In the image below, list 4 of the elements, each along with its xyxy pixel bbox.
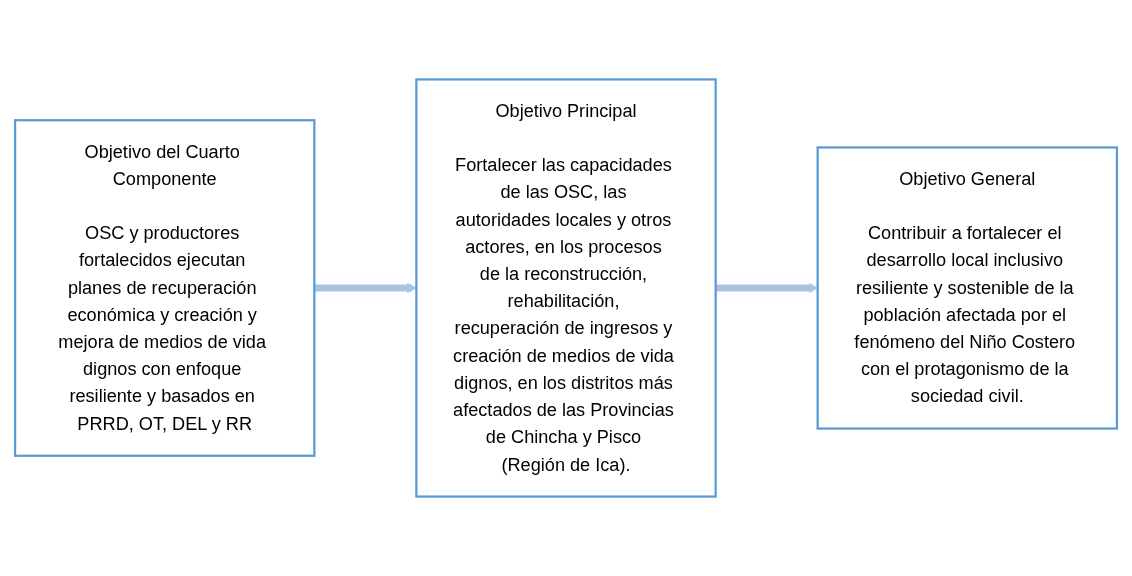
- arrow: [314, 283, 417, 293]
- node-box: Objetivo del Cuarto Componente OSC y productores fortalecidos ejecutan planes de recuperación económica y creación y mejora de medios de vida dignos con enfoque resiliente y basados en PRRD, OT, DEL y RR: [13, 119, 316, 457]
- node-box: Objetivo Principal Fortalecer las capacidades de las OSC, las autoridades locales y otros actores, en los procesos de la reconstrucción, rehabilitación, recuperación de ingresos y creación de medios de vida dignos, en los distritos más afectados de las Provincias de Chincha y Pisco (Región de Ica).: [415, 78, 717, 498]
- node-box: Objetivo General Contribuir a fortalecer el desarrollo local inclusivo resiliente y sostenible de la población afectada por el fenómeno del Niño Costero con el protagonismo de la sociedad civil.: [816, 146, 1119, 430]
